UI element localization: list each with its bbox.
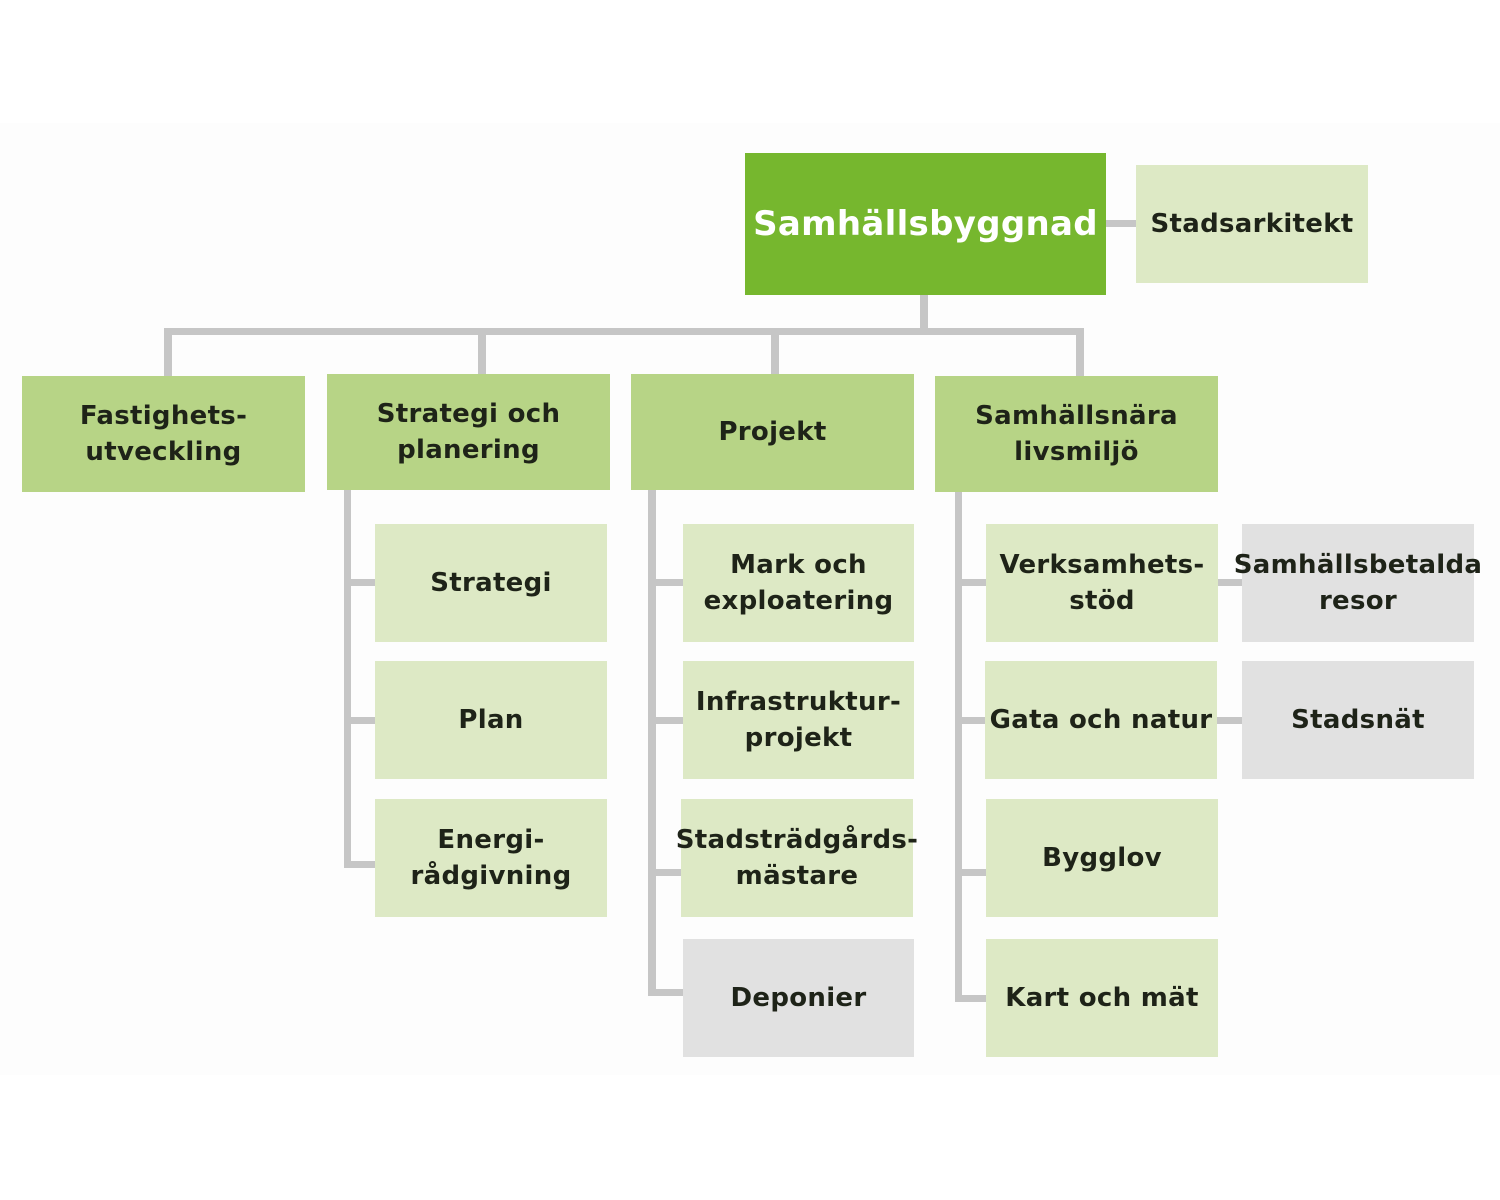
org-unit-label: Mark och exploatering [703,550,894,616]
connector-horizontal-bus [164,328,1084,335]
branch-gata [955,717,987,724]
org-dept-samhallsnara-livsmiljo[interactable]: Samhällsnära livsmiljö [935,376,1218,492]
spine-dept-3 [648,490,656,996]
org-unit-label: Deponier [730,983,867,1013]
org-unit-infrastrukturprojekt[interactable]: Infrastruktur- projekt [683,661,914,779]
branch-strategi [344,579,376,586]
org-unit-energiradgivning[interactable]: Energi- rådgivning [375,799,607,917]
org-dept-strategi-och-planering[interactable]: Strategi och planering [327,374,610,490]
branch-infra [648,717,684,724]
link-gata-stadsnat [1216,717,1244,724]
branch-verksamhet [955,579,987,586]
connector-drop-dept-2 [478,328,486,374]
org-root-label: Samhällsbyggnad [753,204,1098,244]
org-unit-plan[interactable]: Plan [375,661,607,779]
branch-kart [955,995,987,1002]
org-unit-stadstradgardsmastare[interactable]: Stadsträdgårds- mästare [676,799,918,917]
org-linked-label: Stadsnät [1291,705,1425,735]
connector-drop-dept-3 [771,328,779,374]
org-dept-label: Fastighets- utveckling [79,401,248,467]
link-verksamhet-resor [1218,579,1244,586]
org-unit-gata-och-natur[interactable]: Gata och natur [985,661,1217,779]
branch-energi [344,861,376,868]
org-unit-verksamhetsstod[interactable]: Verksamhets- stöd [986,524,1218,642]
org-unit-strategi[interactable]: Strategi [375,524,607,642]
org-unit-label: Gata och natur [989,705,1213,735]
branch-plan [344,717,376,724]
org-dept-label: Strategi och planering [376,399,561,465]
org-unit-label: Strategi [430,568,552,598]
org-root-samhallsbyggnad[interactable]: Samhällsbyggnad [745,153,1106,295]
branch-deponier [648,989,684,996]
org-linked-label: Samhällsbetalda resor [1233,550,1483,616]
org-staff-stadsarkitekt[interactable]: Stadsarkitekt [1136,165,1368,283]
org-linked-stadsnat[interactable]: Stadsnät [1242,661,1474,779]
branch-bygglov [955,869,987,876]
org-unit-label: Kart och mät [1005,983,1199,1013]
spine-dept-2 [344,490,351,868]
connector-drop-dept-1 [164,328,172,376]
connector-drop-dept-4 [1076,328,1084,376]
branch-stadstradgard [648,869,684,876]
org-unit-mark-och-exploatering[interactable]: Mark och exploatering [683,524,914,642]
org-staff-label: Stadsarkitekt [1150,209,1354,239]
org-dept-label: Samhällsnära livsmiljö [975,401,1178,467]
connector-root-down [920,295,928,335]
org-unit-kart-och-mat[interactable]: Kart och mät [986,939,1218,1057]
org-unit-label: Bygglov [1042,843,1162,873]
org-dept-projekt[interactable]: Projekt [631,374,914,490]
org-unit-label: Infrastruktur- projekt [695,687,902,753]
connector-root-to-staff [1106,220,1136,227]
org-dept-label: Projekt [718,417,827,447]
spine-dept-4 [955,490,962,1000]
org-unit-label: Stadsträdgårds- mästare [675,825,919,891]
org-dept-fastighetsutveckling[interactable]: Fastighets- utveckling [22,376,305,492]
org-unit-bygglov[interactable]: Bygglov [986,799,1218,917]
org-unit-deponier[interactable]: Deponier [683,939,914,1057]
branch-mark [648,579,684,586]
org-unit-label: Plan [458,705,524,735]
org-unit-label: Energi- rådgivning [410,825,572,891]
org-unit-label: Verksamhets- stöd [999,550,1205,616]
org-linked-samhallsbetalda-resor[interactable]: Samhällsbetalda resor [1234,524,1482,642]
